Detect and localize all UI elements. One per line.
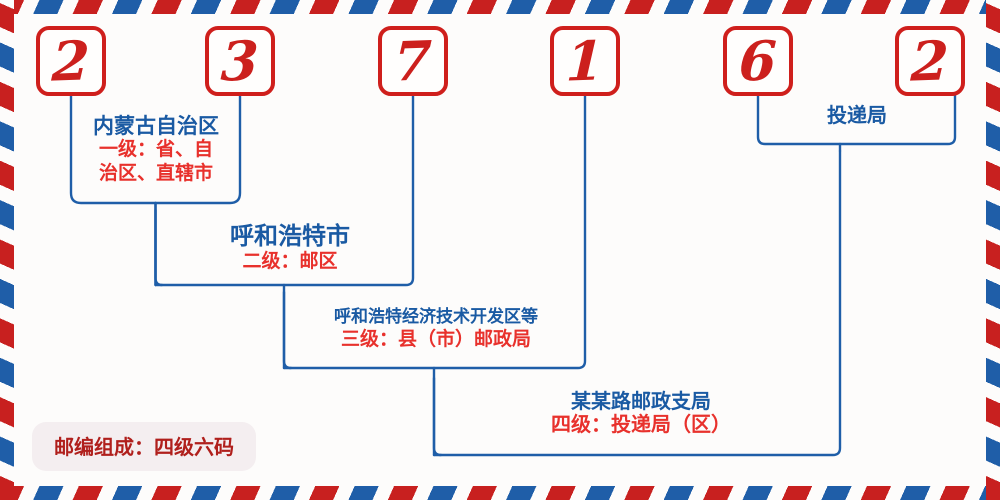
airmail-border-top (0, 0, 1000, 14)
level-2-place: 呼和浩特市 (230, 221, 350, 250)
airmail-border-bottom (0, 486, 1000, 500)
postcode-digit-6: 2 (910, 28, 950, 94)
level-2-label: 呼和浩特市 二级：邮区 (160, 222, 420, 272)
level-1-place: 内蒙古自治区 (93, 113, 219, 138)
postcode-digit-box-2[interactable]: 3 (205, 26, 275, 96)
postcode-digit-3: 7 (393, 28, 433, 94)
airmail-border-left (0, 0, 14, 500)
level-1-description-line-1: 一级：省、自 (98, 138, 213, 161)
level-2-description: 二级：邮区 (242, 249, 338, 272)
level-4-place: 某某路邮政支局 (571, 389, 711, 413)
level-3-label: 呼和浩特经济技术开发区等 三级：县（市）邮政局 (282, 307, 590, 350)
level-3-place: 呼和浩特经济技术开发区等 (334, 307, 538, 327)
postcode-digit-5: 6 (738, 28, 778, 94)
delivery-office-name: 投递局 (827, 103, 887, 127)
bracket-level-4 (432, 149, 842, 457)
bracket-level-4-corner (432, 376, 443, 457)
postcode-composition-text: 邮编组成：四级六码 (54, 435, 234, 459)
postcode-digit-box-3[interactable]: 7 (378, 26, 448, 96)
bracket-level-3 (282, 93, 587, 370)
bracket-delivery (756, 93, 957, 146)
postcode-digit-1: 2 (51, 28, 91, 94)
bracket-level-3-corner (282, 290, 293, 370)
postcode-digit-box-4[interactable]: 1 (550, 26, 620, 96)
delivery-office-label: 投递局 (760, 103, 954, 127)
postcode-digit-box-6[interactable]: 2 (895, 26, 965, 96)
postcode-digit-4: 1 (565, 28, 605, 94)
airmail-border-right (986, 0, 1000, 500)
bracket-level-2 (154, 93, 415, 287)
level-1-description-line-2: 治区、直辖市 (98, 161, 213, 184)
bracket-level-2-corner (154, 208, 164, 287)
level-3-description: 三级：县（市）邮政局 (340, 327, 531, 350)
level-4-label: 某某路邮政支局 四级：投递局（区） (432, 389, 850, 437)
postcode-digit-2: 3 (220, 28, 260, 94)
postcode-digit-box-5[interactable]: 6 (723, 26, 793, 96)
level-1-label: 内蒙古自治区 一级：省、自 治区、直辖市 (72, 113, 240, 185)
postcode-digit-box-1[interactable]: 2 (36, 26, 106, 96)
postcode-composition-badge: 邮编组成：四级六码 (32, 422, 256, 471)
level-4-description: 四级：投递局（区） (551, 412, 731, 437)
